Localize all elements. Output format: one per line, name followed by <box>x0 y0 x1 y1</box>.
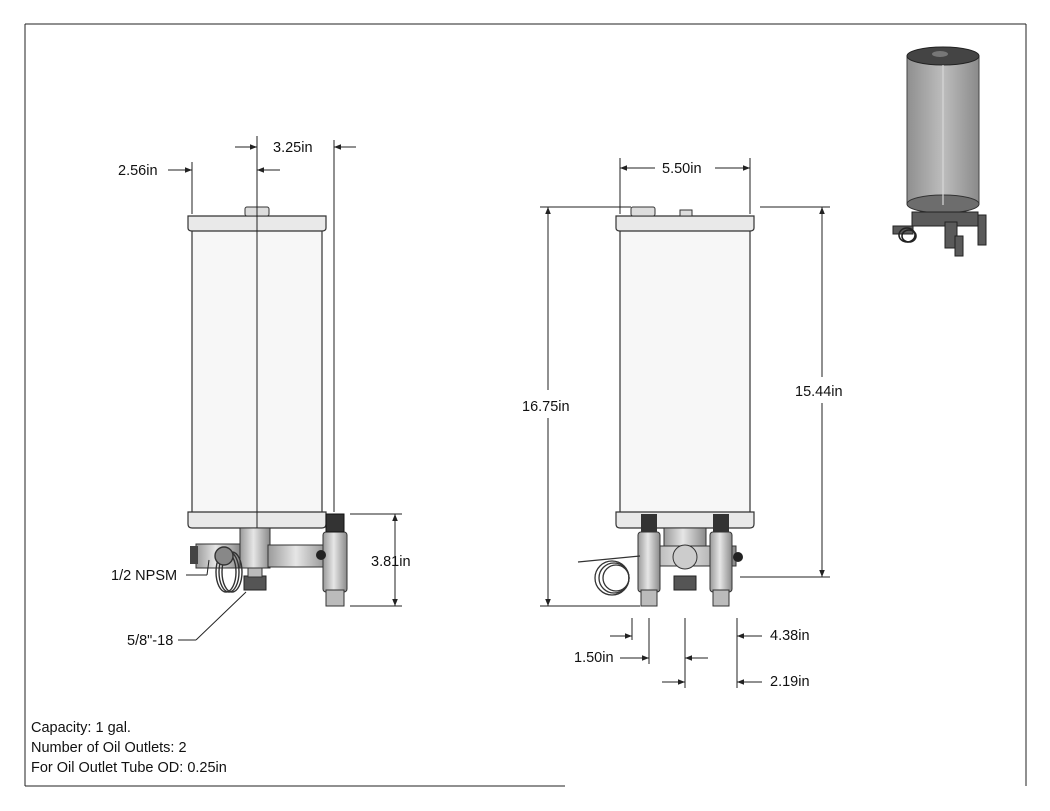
side-base-block <box>239 527 271 569</box>
front-center-port <box>672 544 698 570</box>
label-port: 1/2 NPSM <box>111 568 177 584</box>
side-dimensions: 2.56in 3.25in 3.81in 1/2 NPSM 5/8"-18 <box>111 140 411 649</box>
note-capacity: Capacity: 1 gal. <box>31 720 131 736</box>
dim-front-width: 5.50in <box>662 161 702 177</box>
dim-width-right: 3.25in <box>273 140 313 156</box>
dim-base-height: 3.81in <box>371 554 411 570</box>
front-right-screw <box>733 552 743 562</box>
dim-outlet-spacing-right: 4.38in <box>770 628 810 644</box>
front-top-cap <box>615 215 755 232</box>
front-left-outlet-body <box>637 531 661 593</box>
front-fill-cap <box>630 206 656 217</box>
front-vent <box>679 209 693 217</box>
front-right-outlet-body <box>709 531 733 593</box>
dim-outlet-spacing-left: 1.50in <box>574 650 614 666</box>
side-outlet-top <box>325 513 345 533</box>
side-outlet-screw <box>316 550 326 560</box>
dim-width-left: 2.56in <box>118 163 158 179</box>
front-view <box>577 206 755 607</box>
side-outlet-bottom <box>325 589 345 607</box>
front-right-outlet-top <box>713 514 729 532</box>
side-bottom-nut <box>243 575 267 591</box>
drawing-frame <box>24 23 1027 787</box>
iso-coil <box>898 227 917 243</box>
front-right-outlet-bottom <box>712 589 730 607</box>
side-view <box>187 136 348 607</box>
dim-overall-height: 16.75in <box>522 399 570 415</box>
dim-tank-height: 15.44in <box>795 384 843 400</box>
front-left-outlet-bottom <box>640 589 658 607</box>
side-left-nut <box>190 546 198 564</box>
front-bottom-nut <box>673 575 697 591</box>
front-dimensions: 5.50in 16.75in 15.44in 4.38in 1.50in 2.1… <box>522 158 843 690</box>
dim-outlet-center: 2.19in <box>770 674 810 690</box>
front-left-outlet-top <box>641 514 657 532</box>
isometric-view <box>892 46 987 257</box>
side-tube-coil <box>214 546 243 593</box>
iso-base <box>892 211 987 257</box>
iso-fill-cap <box>932 51 948 57</box>
front-tube-coil <box>577 555 641 596</box>
note-oil-outlets: Number of Oil Outlets: 2 <box>31 740 187 756</box>
side-bottom-nipple <box>247 567 263 578</box>
side-outlet-body <box>322 531 348 593</box>
front-center-block <box>663 527 707 547</box>
note-tube-od: For Oil Outlet Tube OD: 0.25in <box>31 760 227 776</box>
spec-notes: Capacity: 1 gal. Number of Oil Outlets: … <box>31 718 227 778</box>
front-bottom-ring <box>615 511 755 529</box>
front-tank-body <box>619 228 751 515</box>
label-thread: 5/8"-18 <box>127 633 173 649</box>
